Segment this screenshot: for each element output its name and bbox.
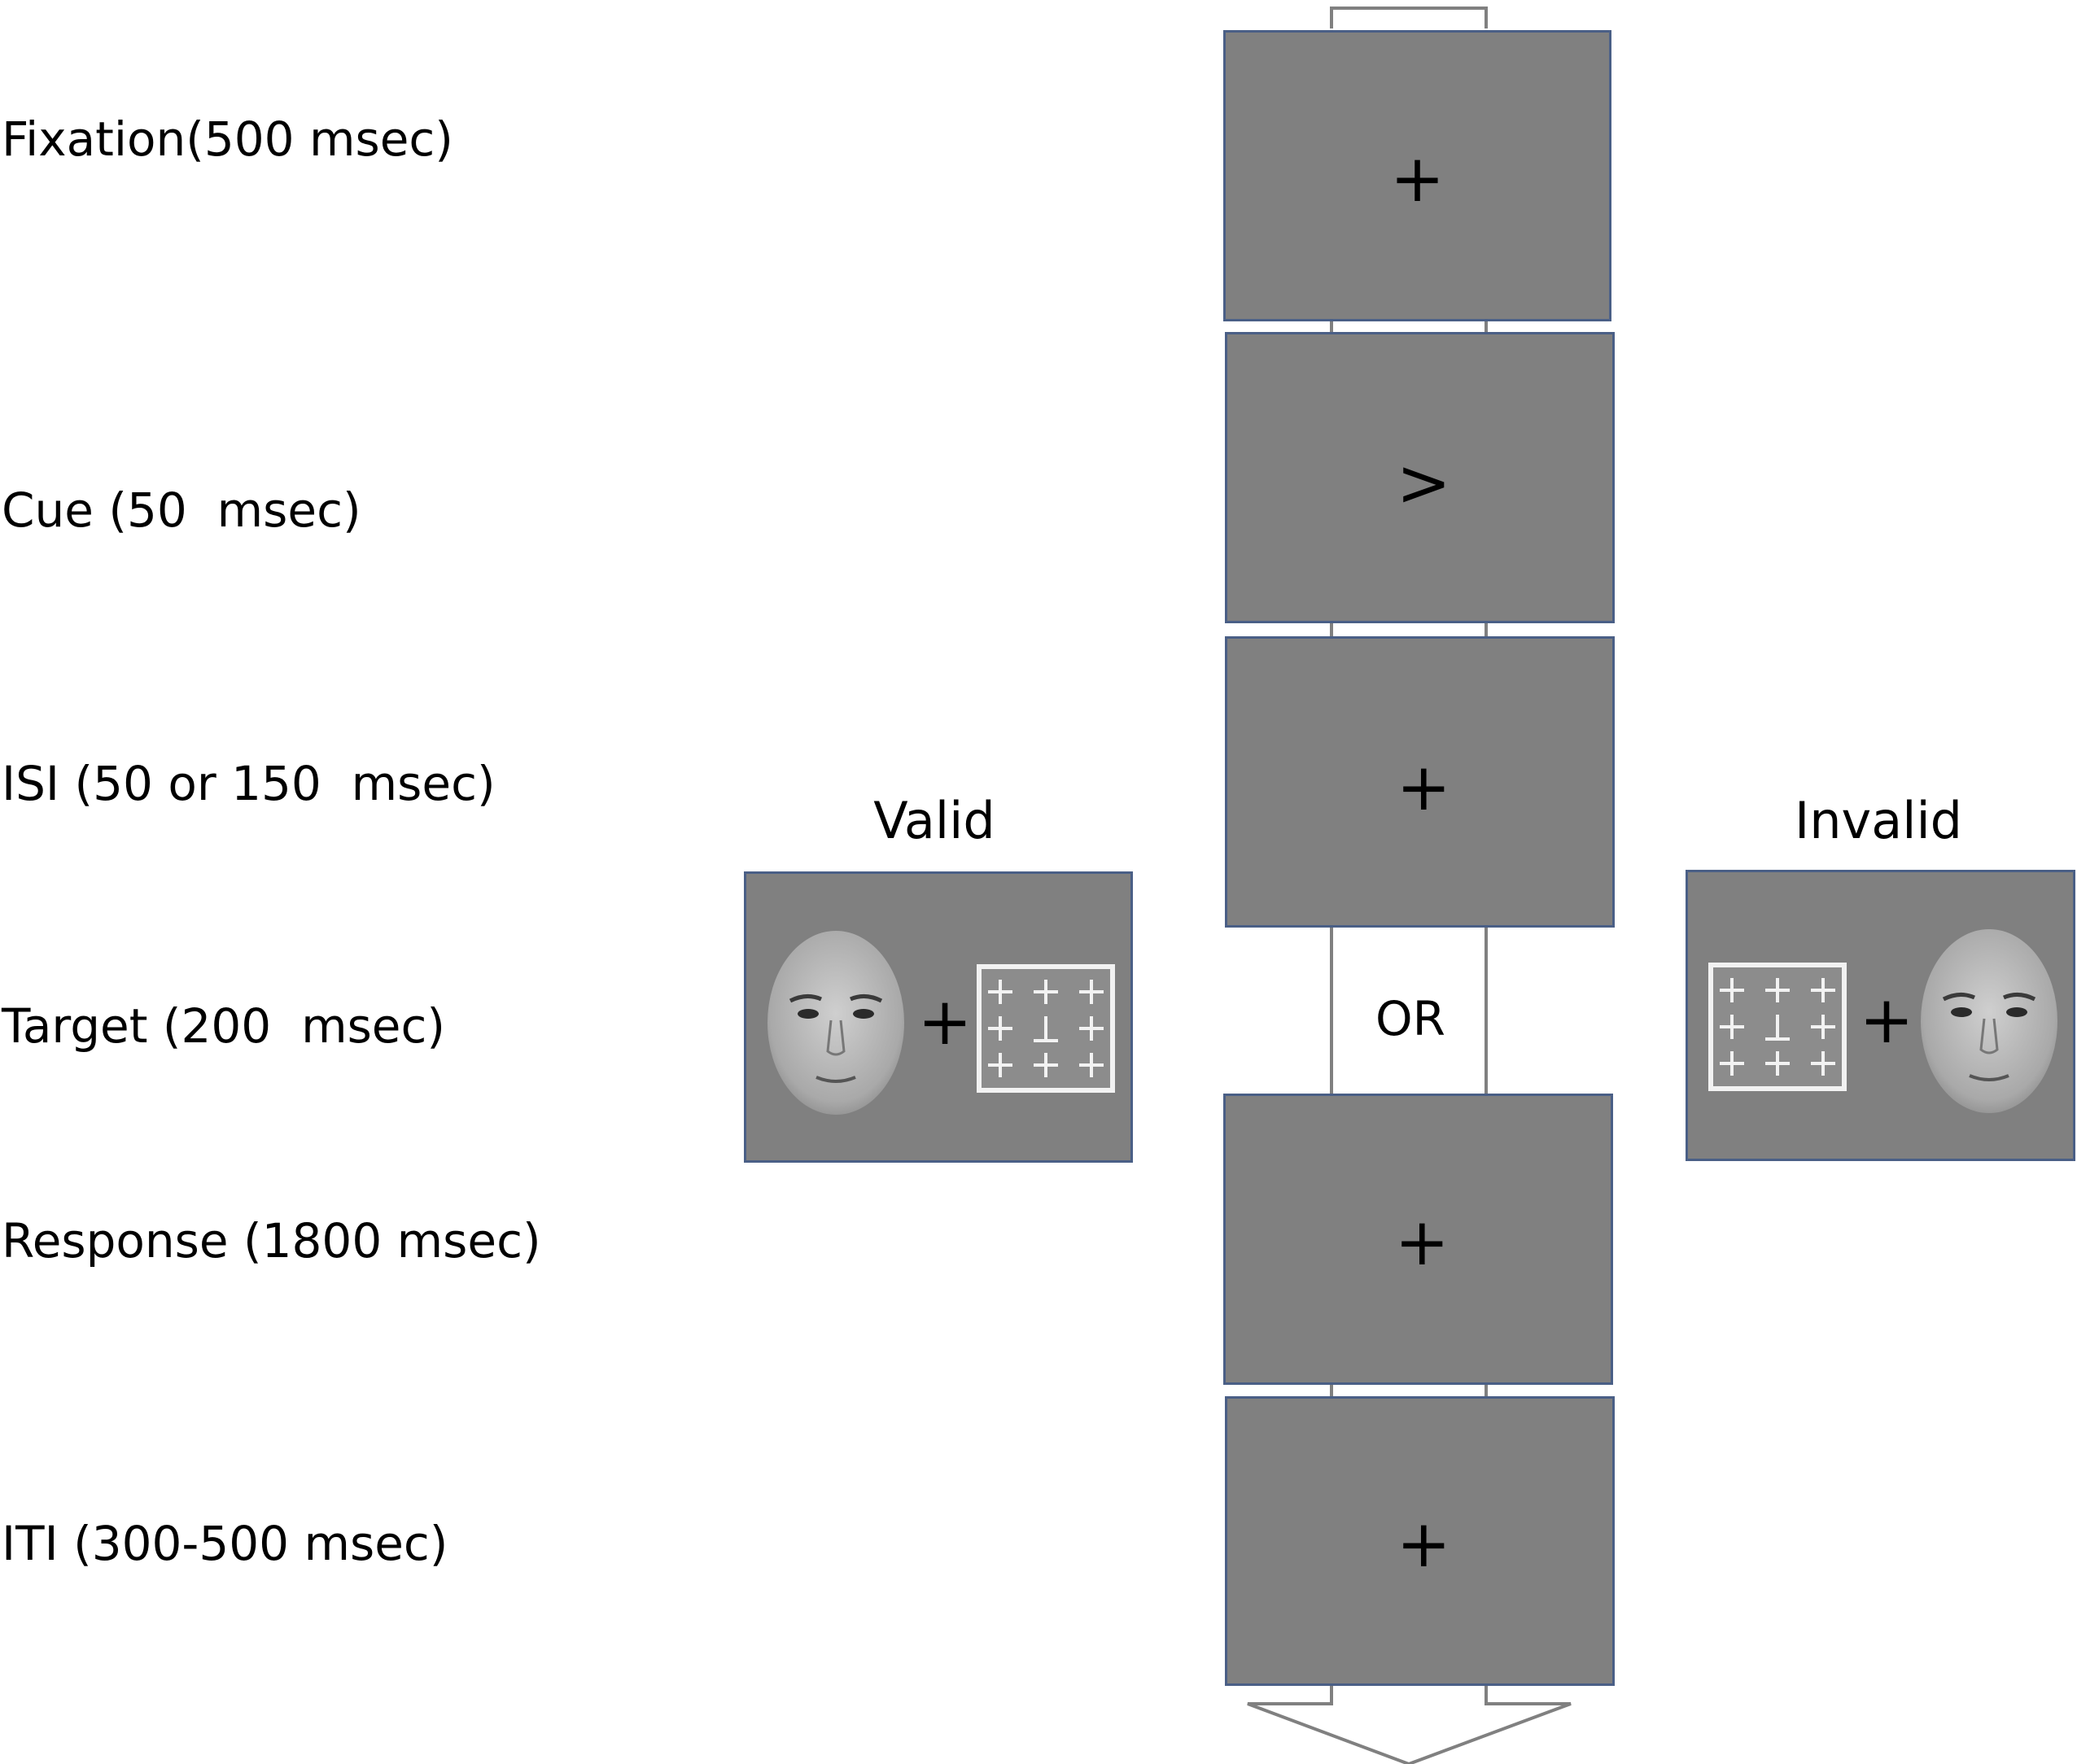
face-image (1921, 929, 2057, 1113)
response-cross: + (1394, 1203, 1450, 1280)
screen-target-valid: + (744, 871, 1133, 1163)
label-fixation: Fixation(500 msec) (2, 111, 453, 167)
label-target: Target (200 msec) (2, 998, 445, 1054)
iti-cross: + (1396, 1505, 1451, 1582)
or-text: OR (1375, 991, 1445, 1046)
screen-cue: > (1225, 332, 1615, 623)
valid-fixation-cross: + (917, 984, 973, 1059)
fixation-cross: + (1389, 140, 1445, 216)
cue-arrow: > (1396, 445, 1451, 522)
screen-iti: + (1225, 1396, 1615, 1686)
invalid-label: Invalid (1794, 791, 1963, 850)
letter-grid-image (977, 964, 1115, 1093)
isi-cross: + (1396, 749, 1451, 826)
screen-response: + (1223, 1094, 1613, 1385)
face-image (767, 931, 904, 1115)
screen-isi: + (1225, 636, 1615, 928)
label-iti: ITI (300-500 msec) (2, 1516, 448, 1571)
screen-fixation: + (1223, 30, 1611, 321)
letter-grid-image (1708, 963, 1847, 1091)
screen-target-invalid: + (1686, 870, 2075, 1161)
label-response: Response (1800 msec) (2, 1213, 541, 1268)
label-cue: Cue (50 msec) (2, 482, 361, 538)
valid-label: Valid (873, 791, 995, 850)
invalid-fixation-cross: + (1859, 982, 1914, 1058)
label-isi: ISI (50 or 150 msec) (2, 756, 496, 811)
